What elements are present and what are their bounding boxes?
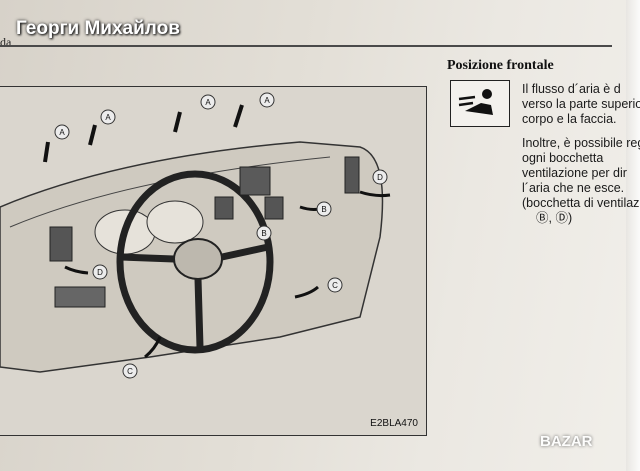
callout-label: C bbox=[127, 367, 133, 376]
upward-airflow-arrows bbox=[43, 104, 244, 163]
callout-a4 bbox=[259, 92, 275, 108]
callout-label: B bbox=[321, 205, 326, 214]
paragraph-line: Il flusso d´aria è d bbox=[522, 82, 621, 96]
paragraph-line: Ⓑ, Ⓓ) bbox=[536, 211, 573, 225]
side-vent-left bbox=[49, 226, 73, 262]
dash-top-edge bbox=[9, 156, 331, 228]
paragraph-line: ogni bocchetta bbox=[522, 151, 604, 165]
center-vent-right bbox=[264, 196, 284, 220]
steering-hub bbox=[173, 238, 223, 280]
callout-label: D bbox=[97, 268, 103, 277]
gauge-right bbox=[146, 200, 204, 244]
paragraph-line: (bocchetta di ventilazio bbox=[522, 196, 640, 210]
switch-panel bbox=[54, 286, 106, 308]
figure-code: E2BLA470 bbox=[370, 418, 418, 429]
callout-a2 bbox=[100, 109, 116, 125]
callout-label: A bbox=[105, 113, 111, 122]
callout-a1 bbox=[54, 124, 70, 140]
callout-d1 bbox=[372, 169, 388, 185]
callout-label: B bbox=[261, 229, 266, 238]
callout-c2 bbox=[122, 363, 138, 379]
paragraph-line: l´aria che ne esce. bbox=[522, 181, 625, 195]
callout-d2 bbox=[92, 264, 108, 280]
dashboard-figure: A A A A B B C C D D E2BLA470 bbox=[0, 86, 427, 436]
center-display bbox=[239, 166, 271, 196]
page-spine bbox=[626, 0, 640, 471]
steering-wheel bbox=[116, 170, 274, 354]
seller-watermark: Георги Михайлов bbox=[16, 18, 180, 39]
callout-a3 bbox=[200, 94, 216, 110]
callout-label: A bbox=[205, 98, 211, 107]
paragraph-line: ventilazione per dir bbox=[522, 166, 627, 180]
paragraph-line: Inoltre, è possibile reg bbox=[522, 136, 640, 150]
header-rule bbox=[0, 45, 612, 47]
callout-b2 bbox=[316, 201, 332, 217]
callout-label: A bbox=[59, 128, 65, 137]
paragraph-line: corpo e la faccia. bbox=[522, 112, 617, 126]
forward-airflow-arrows bbox=[64, 190, 391, 359]
bazar-logo: BAZAR bbox=[540, 433, 593, 450]
center-vent-left bbox=[214, 196, 234, 220]
face-vent-icon bbox=[450, 80, 510, 127]
face-vent-glyph bbox=[458, 89, 493, 115]
steering-spokes bbox=[119, 243, 269, 348]
section-title: Posizione frontale bbox=[447, 58, 554, 73]
dashboard-illustration: A A A A B B C C D D bbox=[0, 92, 391, 379]
callout-c1 bbox=[327, 277, 343, 293]
header-fragment: da bbox=[0, 35, 12, 49]
callout-label: A bbox=[264, 96, 270, 105]
callout-b1 bbox=[256, 225, 272, 241]
side-vent-right bbox=[344, 156, 360, 194]
callout-label: C bbox=[332, 281, 338, 290]
paragraph-line: verso la parte superio bbox=[522, 97, 640, 111]
callout-label: D bbox=[377, 173, 383, 182]
